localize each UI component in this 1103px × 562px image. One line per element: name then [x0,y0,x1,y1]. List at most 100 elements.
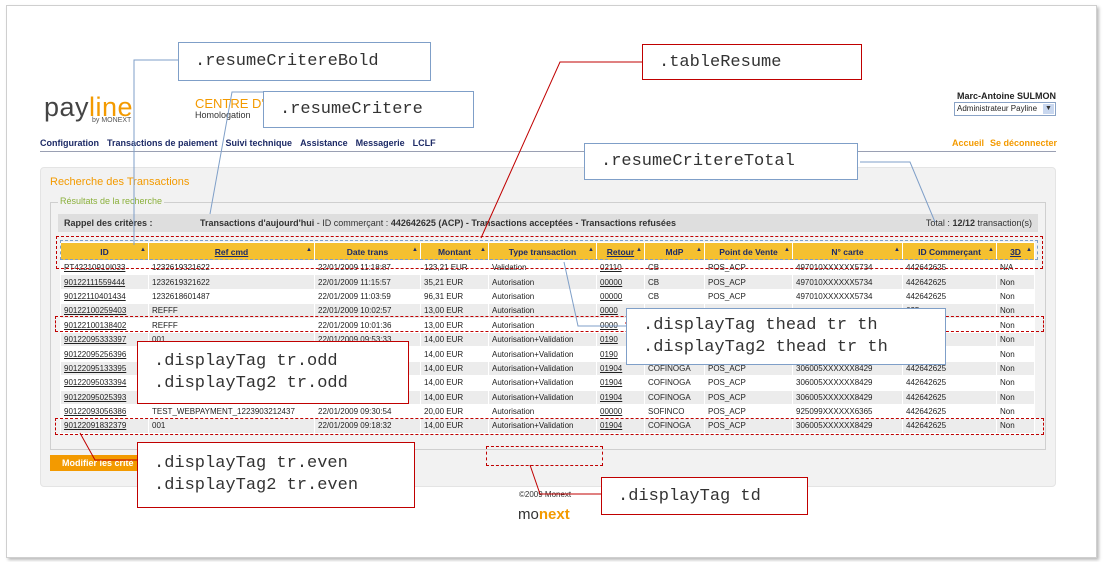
sort-arrow-icon[interactable]: ▲ [988,247,994,253]
criteria-total: Total : 12/12 transaction(s) [926,214,1032,232]
column-header[interactable]: Montant ▲ [420,242,489,261]
table-cell: 925099XXXXXX6365 [792,403,903,420]
callout-thead-line2: .displayTag2 thead tr th [643,337,888,357]
sort-arrow-icon[interactable]: ▲ [1026,247,1032,253]
callout-resume-critere-bold: .resumeCritereBold [178,42,431,81]
footer-copyright: ©2009 Monext [519,490,572,499]
table-cell: COFINOGA [644,418,705,434]
table-cell: Non [996,346,1035,362]
table-cell: CB [644,259,705,276]
role-select[interactable]: Administrateur Payline▼ [954,102,1056,116]
column-header-label: Montant [437,246,472,257]
transaction-id-link[interactable]: 90122091832379 [60,418,149,434]
even-row-highlight [55,418,1044,435]
total-suffix: transaction(s) [974,218,1032,228]
nav-accueil-link[interactable]: Accueil [952,138,985,148]
table-cell: CB [644,274,705,290]
callout-resume-critere-total: .resumeCritereTotal [584,143,858,180]
table-cell: Non [996,317,1035,333]
column-header-label: Retour [606,246,635,257]
nav-item-messagerie[interactable]: Messagerie [355,138,405,148]
column-header[interactable]: 3D▲ [996,242,1035,261]
nav-item-transactions[interactable]: Transactions de paiement [107,138,218,148]
table-cell: 306005XXXXXX8429 [792,375,903,391]
sort-arrow-icon[interactable]: ▲ [412,247,418,253]
sort-arrow-icon[interactable]: ▲ [588,247,594,253]
column-header[interactable]: MdP ▲ [644,242,705,261]
sort-arrow-icon[interactable]: ▲ [784,247,790,253]
sort-arrow-icon[interactable]: ▲ [480,247,486,253]
column-header-label: ID [100,246,109,257]
sort-arrow-icon[interactable]: ▲ [140,247,146,253]
table-cell: Autorisation+Validation [488,331,597,348]
column-header[interactable]: Ref cmd▲ [148,242,315,261]
nav-item-lclf[interactable]: LCLF [412,138,436,148]
callout-thead: .displayTag thead tr th .displayTag2 the… [626,308,946,365]
transaction-id-link[interactable]: 90122093056386 [60,403,149,420]
callout-resume-critere: .resumeCritere [263,91,474,128]
sort-arrow-icon[interactable]: ▲ [306,247,312,253]
table-cell: 22/01/2009 10:01:36 [314,317,421,333]
column-header[interactable]: ID Commerçant▲ [902,242,997,261]
table-cell: 20,00 EUR [420,403,489,420]
nav-item-configuration[interactable]: Configuration [40,138,99,148]
logo-main: pay [44,92,90,122]
transaction-id-link[interactable]: 90122095256396 [60,346,149,362]
nav-item-suivi[interactable]: Suivi technique [225,138,293,148]
column-header[interactable]: Point de Vente▲ [704,242,793,261]
sort-arrow-icon[interactable]: ▲ [894,247,900,253]
transaction-id-link[interactable]: 90122095033394 [60,375,149,391]
callout-table-resume: .tableResume [642,44,862,80]
column-header-label: MdP [665,246,684,257]
centre-title: CENTRE D'A [195,96,273,111]
callout-td-text: .displayTag td [618,486,761,506]
sort-arrow-icon[interactable]: ▲ [636,247,642,253]
table-cell: Autorisation [488,403,597,420]
table-cell: Autorisation+Validation [488,346,597,362]
table-cell: 22/01/2009 11:18:87 [314,259,421,276]
nav-item-assistance[interactable]: Assistance [300,138,348,148]
thead-highlight [60,240,1038,260]
environment-label: Homologation [195,110,251,120]
column-header[interactable]: ID ▲ [60,242,149,261]
callout-td: .displayTag td [601,477,808,515]
criteria-bold-2: 442642625 (ACP) - Transactions acceptées… [390,218,676,228]
table-cell: 14,00 EUR [420,375,489,391]
return-code-link[interactable]: 01904 [596,389,645,405]
table-cell: 442642625 [902,274,997,290]
table-cell: 442642625 [902,375,997,391]
payline-logo[interactable]: payline [44,92,133,123]
return-code-link[interactable]: 00000 [596,288,645,305]
logo-subtitle: by MONEXT [92,117,132,124]
return-code-link[interactable]: 01904 [596,418,645,434]
return-code-link[interactable]: 00000 [596,403,645,420]
user-name: Marc-Antoine SULMON [957,91,1056,101]
table-cell: POS_ACP [704,389,793,405]
table-cell: 442642625 [902,403,997,420]
transaction-id-link[interactable]: 90122095025393 [60,389,149,405]
nav-divider [40,151,1056,152]
transaction-id-link[interactable]: 90122095133395 [60,360,149,377]
chevron-down-icon[interactable]: ▼ [1043,104,1054,114]
column-header[interactable]: Date trans▲ [314,242,421,261]
table-cell: 22/01/2009 11:03:59 [314,288,421,305]
return-code-link[interactable]: 00000 [596,274,645,290]
nav-logout-link[interactable]: Se déconnecter [990,138,1058,148]
transaction-id-link[interactable]: 90122110401434 [60,288,149,305]
return-code-link[interactable]: 01904 [596,375,645,391]
transaction-id-link[interactable]: 90122095333397 [60,331,149,348]
sort-arrow-icon[interactable]: ▲ [696,247,702,253]
criteria-bold-1: Transactions d'aujourd'hui [200,218,315,228]
column-header[interactable]: N° carte▲ [792,242,903,261]
table-cell: 442642625 [902,259,997,276]
results-legend: Résultats de la recherche [58,196,165,206]
transaction-id-link[interactable]: 90122111559444 [60,274,149,290]
table-cell: POS_ACP [704,403,793,420]
criteria-text: Transactions d'aujourd'hui - ID commerça… [200,214,676,232]
callout-even-line1: .displayTag tr.even [154,454,348,473]
column-header[interactable]: Type transaction▲ [488,242,597,261]
